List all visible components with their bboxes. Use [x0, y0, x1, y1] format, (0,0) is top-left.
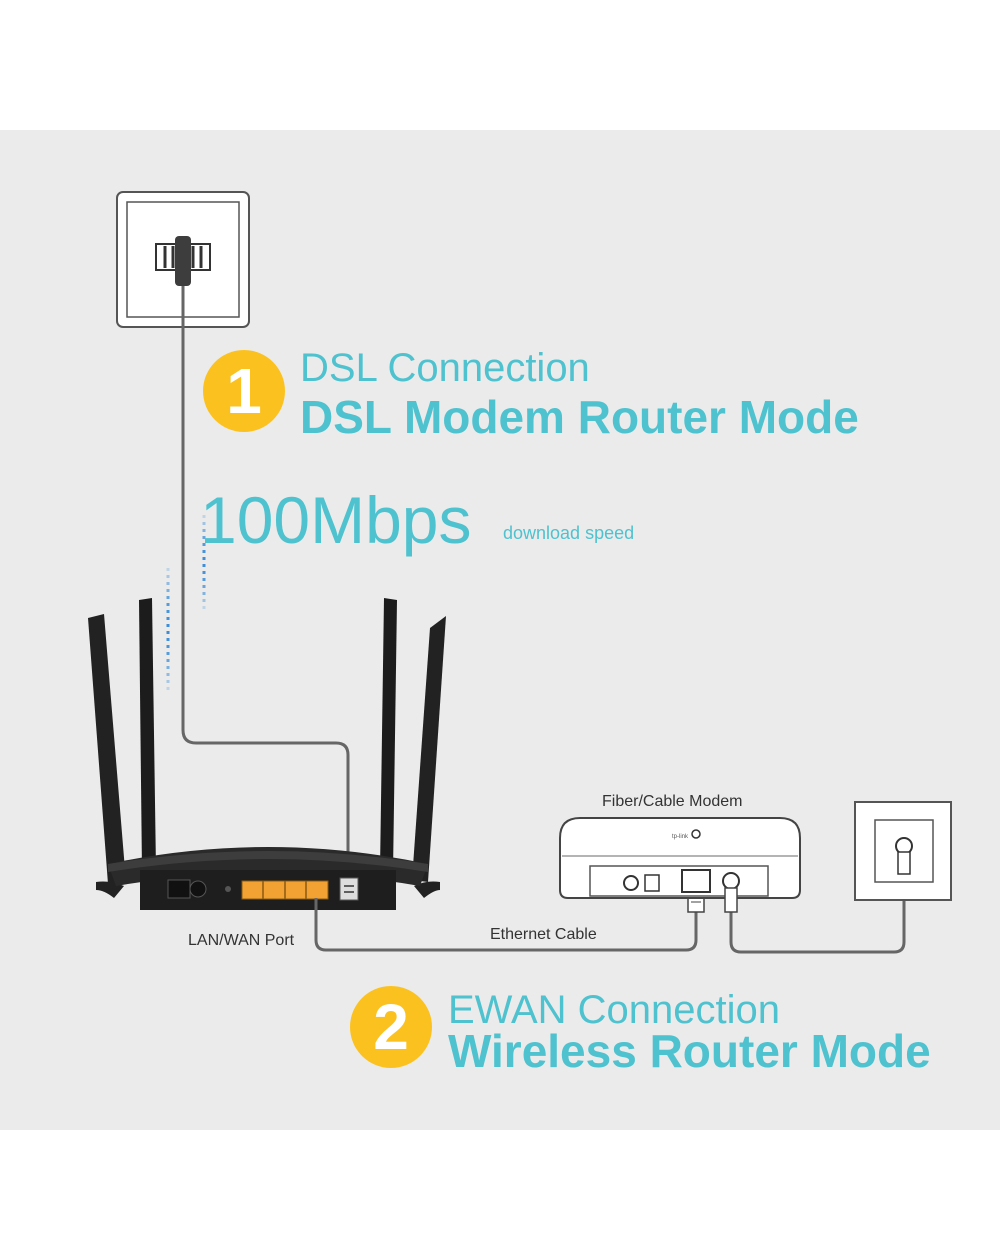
phone-wall-socket-icon	[116, 191, 250, 328]
svg-text:tp-link: tp-link	[672, 834, 689, 840]
ewan-connection-title: EWAN Connection	[448, 988, 780, 1032]
modem-label: Fiber/Cable Modem	[602, 793, 743, 810]
ethernet-cable-label: Ethernet Cable	[490, 926, 597, 943]
lan-wan-port-label: LAN/WAN Port	[188, 932, 295, 949]
connection-diagram: tp-link	[88, 191, 952, 954]
dsl-mode-title: DSL Modem Router Mode	[300, 391, 859, 443]
router-icon	[88, 598, 446, 910]
ewan-mode-title: Wireless Router Mode	[448, 1025, 931, 1077]
diagram-panel: tp-link 1 DSL Connection DSL Modem Route…	[0, 130, 1000, 1130]
modem-icon: tp-link	[559, 817, 801, 899]
speed-value: 100Mbps	[200, 483, 472, 557]
dsl-connection-title: DSL Connection	[300, 346, 590, 390]
ethernet-cable	[314, 898, 698, 952]
signal-dots-icon	[166, 515, 206, 690]
dsl-cable	[181, 286, 350, 878]
coax-wall-socket-icon	[854, 801, 952, 901]
coax-cable	[729, 882, 906, 954]
badge-2: 2	[350, 986, 432, 1068]
speed-caption: download speed	[503, 523, 635, 543]
badge-1: 1	[203, 350, 285, 432]
